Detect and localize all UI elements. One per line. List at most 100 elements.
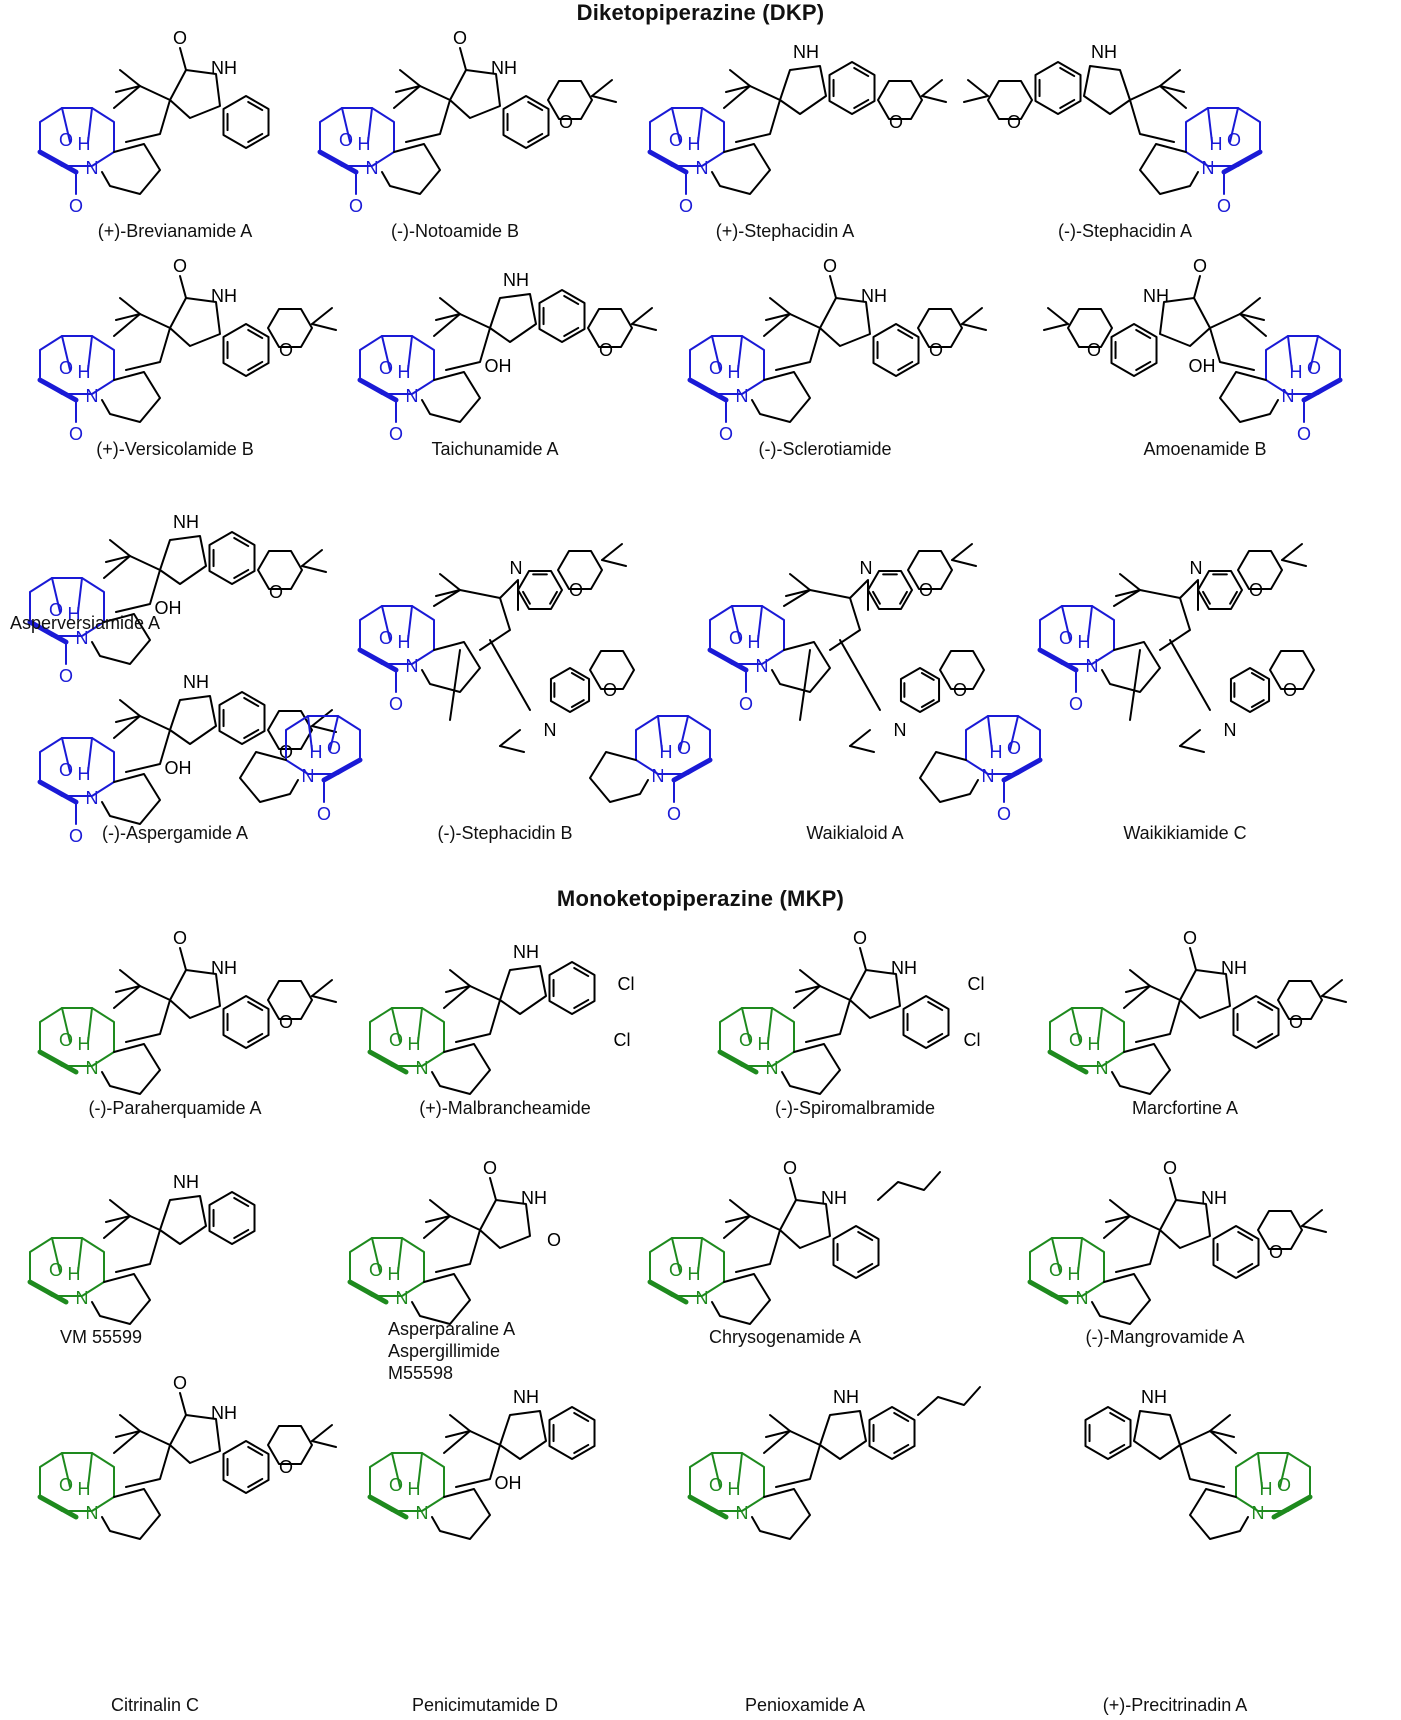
- pyran-ring: [1269, 649, 1315, 691]
- pyrrolidine-ring: [919, 751, 979, 803]
- indole-benzene: [1084, 1406, 1132, 1460]
- indole-nitrogen: N: [1190, 558, 1203, 578]
- double-bond: [247, 1032, 264, 1044]
- compound-name: VM 55599: [60, 1327, 143, 1347]
- double-bond: [899, 590, 908, 605]
- methyl-bond: [119, 69, 141, 87]
- wedge-bond: [27, 619, 69, 645]
- methyl-bond: [631, 323, 657, 331]
- double-bond: [233, 568, 250, 580]
- indole-benzene: [867, 569, 913, 611]
- wedge-bond: [671, 757, 713, 783]
- methyl-bond: [765, 1430, 791, 1438]
- carbonyl-oxygen: O: [69, 196, 83, 216]
- lactam-nh: NH: [891, 958, 917, 978]
- wedge-bond: [717, 1049, 759, 1075]
- compound-name: Waikikiamide C: [1123, 823, 1247, 843]
- bridge-bond: [1061, 605, 1071, 641]
- bridge-bond: [307, 715, 313, 751]
- double-bond: [247, 132, 264, 144]
- methyl-bond: [1159, 85, 1185, 93]
- bridge-bond: [341, 107, 351, 143]
- double-bond: [570, 672, 585, 681]
- amide-nitrogen: N: [86, 1058, 99, 1078]
- pyran-oxygen: O: [929, 340, 943, 360]
- lactam-nh: NH: [211, 58, 237, 78]
- indole-benzene: [538, 289, 586, 343]
- pyran-oxygen: O: [1289, 1012, 1303, 1032]
- oxindole-benzene: [1229, 667, 1271, 713]
- nitrone-nitrogen: N: [1224, 720, 1237, 740]
- methyl-bond: [1179, 729, 1201, 747]
- wedge-bond: [1047, 1049, 1089, 1075]
- pyran-ring: [907, 549, 953, 591]
- hydroxyl-group: OH: [155, 598, 182, 618]
- bridge-bond: [987, 715, 993, 751]
- pyrrole-ring: [499, 965, 547, 1015]
- pyran-ring: [589, 649, 635, 691]
- compound-name: (-)-Stephacidin A: [1057, 221, 1193, 241]
- bridge-bond: [417, 1452, 423, 1488]
- double-bond: [1257, 1032, 1274, 1044]
- methyl-bond: [769, 297, 791, 315]
- carbonyl-bond: [1169, 1177, 1177, 1201]
- bridgehead-hydrogen: H: [688, 1264, 701, 1284]
- bridge-bond: [51, 577, 61, 613]
- bridgehead-hydrogen: H: [398, 362, 411, 382]
- carbocycle-ring: [113, 715, 171, 773]
- pyran-oxygen: O: [279, 1457, 293, 1477]
- wedge-bond: [27, 1279, 69, 1305]
- oxindole-ring: [849, 969, 901, 1019]
- bridge-bond: [61, 335, 71, 371]
- methyl-bond: [951, 543, 973, 561]
- carbocycle-ring: [763, 313, 821, 371]
- pyrrole-ring: [1083, 65, 1131, 115]
- methyl-bond: [1239, 297, 1261, 315]
- double-bond: [853, 66, 870, 78]
- carbonyl-oxygen: O: [783, 1158, 797, 1178]
- lactam-nh: NH: [211, 286, 237, 306]
- methyl-bond: [499, 745, 525, 753]
- methyl-bond: [1301, 1209, 1323, 1227]
- carbocycle-ring: [433, 313, 491, 371]
- bridgehead-hydrogen: H: [78, 1034, 91, 1054]
- methyl-bond: [115, 85, 141, 93]
- indole-nh: NH: [173, 512, 199, 532]
- oxindole-ring: [449, 69, 501, 119]
- bridgehead-hydrogen: H: [688, 134, 701, 154]
- carbocycle-ring: [723, 85, 781, 143]
- pyran-oxygen: O: [269, 582, 283, 602]
- bridgehead-hydrogen: H: [408, 1479, 421, 1499]
- double-bond: [573, 1411, 590, 1423]
- methyl-bond: [849, 745, 875, 753]
- bridgehead-hydrogen: H: [748, 632, 761, 652]
- amide-nitrogen: N: [1252, 1503, 1265, 1523]
- indole-benzene: [208, 1191, 256, 1245]
- linkage-bond: [839, 639, 881, 711]
- double-bond: [897, 328, 914, 340]
- pyrrole-ring: [819, 1410, 867, 1460]
- carbonyl-oxygen: O: [379, 358, 393, 378]
- bridgehead-hydrogen: H: [1260, 1479, 1273, 1499]
- pyrrole-ring: [849, 579, 869, 611]
- double-bond: [247, 360, 264, 372]
- compound-name: Chrysogenamide A: [708, 1327, 862, 1347]
- methyl-bond: [1119, 573, 1141, 591]
- carbonyl-oxygen: O: [709, 1475, 723, 1495]
- double-bond: [1135, 328, 1152, 340]
- double-bond: [1202, 590, 1211, 605]
- methyl-bond: [591, 95, 617, 103]
- double-bond: [1109, 1411, 1126, 1423]
- aryl-ring: [222, 323, 270, 377]
- double-bond: [1237, 1230, 1254, 1242]
- methyl-bond: [311, 1440, 337, 1448]
- wedge-bond: [1037, 647, 1079, 673]
- methyl-bond: [631, 307, 653, 325]
- aryl-ring: [1232, 995, 1280, 1049]
- methyl-bond: [601, 543, 623, 561]
- pyrrole-ring: [1133, 1410, 1181, 1460]
- methyl-bond: [795, 985, 821, 993]
- bridgehead-hydrogen: H: [68, 1264, 81, 1284]
- methyl-bond: [785, 589, 811, 597]
- carbonyl-oxygen: O: [453, 28, 467, 48]
